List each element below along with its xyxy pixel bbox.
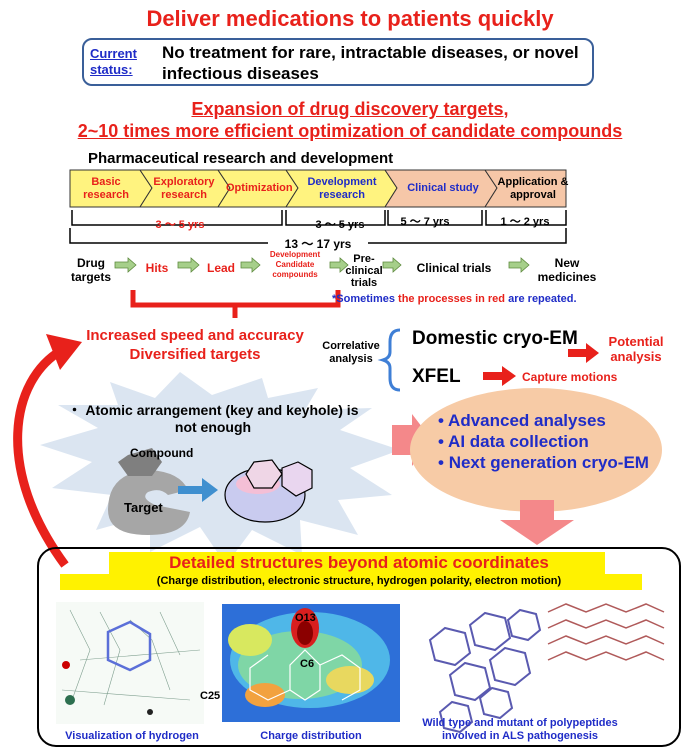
speed-line1: Increased speed and accuracy <box>86 327 304 344</box>
stage-clinical-study: Clinical study <box>407 182 479 194</box>
flow-hits: Hits <box>145 261 169 275</box>
curved-red-arrow <box>13 346 69 568</box>
stage-optimization: Optimization <box>226 182 293 194</box>
flow-preclinical: Pre-clinical trials <box>345 253 383 289</box>
detailed-title: Detailed structures beyond atomic coordi… <box>169 553 549 572</box>
als-image-2 <box>547 603 665 661</box>
atomic-arrangement: ・ Atomic arrangement (key and keyhole) i… <box>67 402 359 435</box>
duration-approval: 1 ～ 2 yrs <box>500 216 550 228</box>
stage-exploratory-research: Exploratory research <box>153 176 215 201</box>
correlative-analysis: Correlative analysis <box>322 340 380 365</box>
repeat-note: *Sometimes the processes in red are repe… <box>332 293 577 305</box>
expansion-line2: 2~10 times more efficient optimization o… <box>77 121 623 141</box>
target-compound-illustration <box>108 448 313 535</box>
charge-image <box>222 604 400 722</box>
caption-charge: Charge distribution <box>260 730 362 742</box>
detailed-container <box>37 547 681 747</box>
duration-total: 13 ～ 17 yrs <box>268 235 368 252</box>
page-title: Deliver medications to patients quickly <box>146 6 554 31</box>
expansion-line1: Expansion of drug discovery targets, <box>191 99 509 119</box>
flow-arrows <box>114 257 530 273</box>
flow-development-candidates: Development Candidate compounds <box>269 250 321 279</box>
xfel-label: XFEL <box>412 366 461 387</box>
hydrogen-image <box>56 602 204 724</box>
arrow-down <box>500 500 574 545</box>
atom-label-c25: C25 <box>200 690 221 702</box>
advanced-item: • AI data collection <box>438 432 589 451</box>
status-box <box>82 38 594 86</box>
flow-drug-targets: Drug targets <box>70 256 111 284</box>
target-label: Target <box>124 500 163 515</box>
stage-development-research: Development research <box>307 176 377 201</box>
caption-als: Wild type and mutant of polypeptides inv… <box>422 717 618 742</box>
status-label: Current status: <box>90 46 137 77</box>
advanced-item: • Advanced analyses <box>438 411 606 430</box>
cryo-em-label: Domestic cryo-EM <box>412 328 578 349</box>
detailed-subtitle: (Charge distribution, electronic structu… <box>156 575 562 587</box>
potential-analysis: Potential analysis <box>608 334 664 364</box>
status-text: No treatment for rare, intractable disea… <box>162 43 579 83</box>
speed-line2: Diversified targets <box>129 346 261 363</box>
flow-new-medicines: New medicines <box>537 256 597 284</box>
advanced-item: • Next generation cryo-EM <box>438 453 649 472</box>
stage-chevron-approval <box>484 169 567 208</box>
duration-development: 3 ～ 5 yrs <box>315 219 365 231</box>
stage-basic-research: Basic research <box>83 176 129 201</box>
duration-research: 3 ～ 5 yrs <box>155 219 205 231</box>
capture-motions: Capture motions <box>522 370 618 384</box>
arrow-blue-right <box>178 478 218 502</box>
starburst <box>40 372 400 565</box>
caption-hydrogen: Visualization of hydrogen <box>65 730 199 742</box>
atom-label-o13: O13 <box>295 612 316 624</box>
arrow-potential <box>568 343 599 363</box>
red-bracket <box>130 290 341 308</box>
arrow-capture <box>483 366 516 386</box>
flow-clinical-trials: Clinical trials <box>416 261 492 275</box>
advanced-oval <box>410 388 662 512</box>
atom-label-c6: C6 <box>300 658 315 670</box>
pharma-heading: Pharmaceutical research and development <box>88 150 394 167</box>
duration-clinical: 5 ～ 7 yrs <box>400 216 450 228</box>
compound-label: Compound <box>130 446 194 460</box>
blue-brace <box>377 328 401 392</box>
als-image <box>428 608 542 734</box>
flow-lead: Lead <box>206 261 235 275</box>
advanced-list: • Advanced analyses • AI data collection… <box>438 410 668 473</box>
detailed-highlight <box>109 552 605 576</box>
stage-application-approval: Application & approval <box>497 176 569 201</box>
